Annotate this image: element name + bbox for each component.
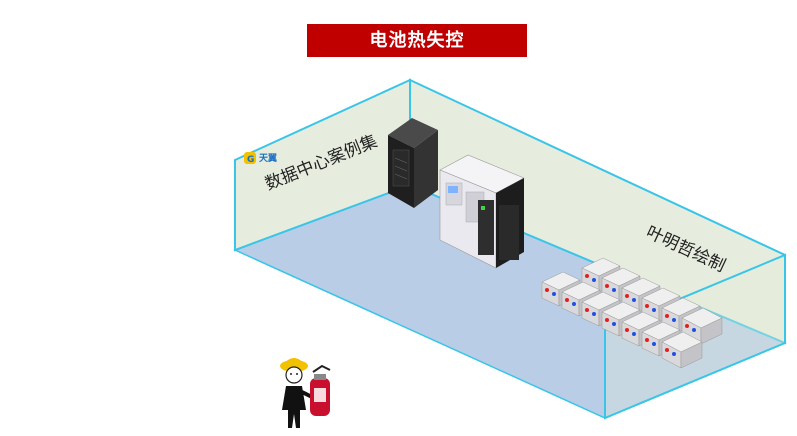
logo-icon: G 天翼 bbox=[244, 152, 277, 165]
battery-array bbox=[541, 257, 723, 369]
page-title: 电池热失控 bbox=[307, 24, 527, 57]
battery-stack bbox=[541, 257, 723, 369]
fire-extinguisher-icon bbox=[310, 364, 331, 416]
svg-text:G: G bbox=[247, 155, 254, 165]
worker-icon bbox=[280, 358, 315, 428]
ups-cabinet bbox=[439, 154, 525, 269]
server-rack bbox=[388, 118, 438, 208]
logo-text: 天翼 bbox=[259, 153, 277, 164]
